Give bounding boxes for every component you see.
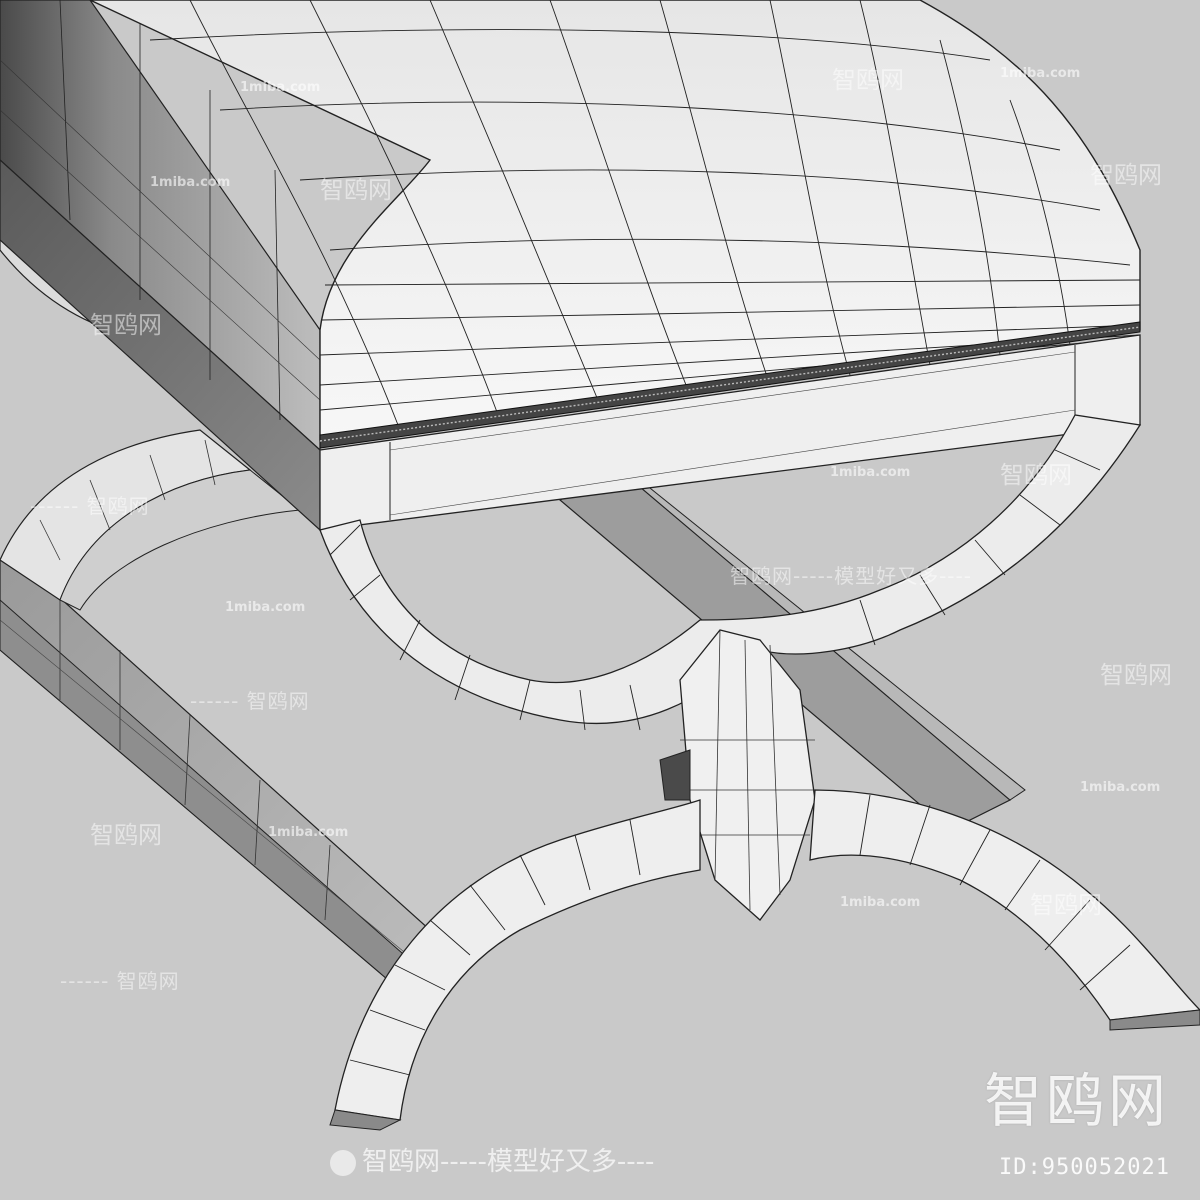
- brand-logo-icon: [330, 1149, 356, 1176]
- seat-side-panel: [0, 0, 321, 532]
- model-id-label: ID:950052021: [999, 1155, 1170, 1180]
- brand-watermark-large: 智鸥网: [983, 1067, 1170, 1135]
- nailhead-trim: [319, 321, 1141, 449]
- footer-watermark-text: 智鸥网-----模型好又多----: [362, 1147, 655, 1177]
- front-leg-lower-arc: [329, 789, 1200, 1131]
- footer-watermark: 智鸥网-----模型好又多----: [330, 1141, 654, 1178]
- left-stretcher: [0, 559, 431, 991]
- leg-center-hub: [659, 629, 816, 921]
- seat-cushion: [89, 0, 1141, 441]
